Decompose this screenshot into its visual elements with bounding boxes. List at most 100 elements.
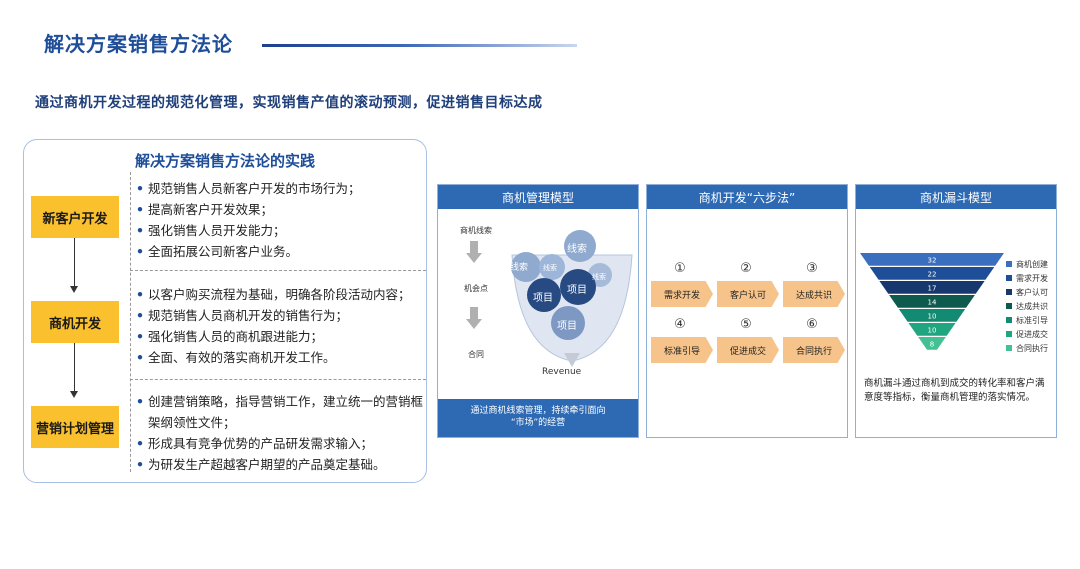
funnel-layer <box>918 337 946 350</box>
bullet-item: 全面、有效的落实商机开发工作。 <box>136 347 426 368</box>
funnel-layer-value: 10 <box>928 327 937 335</box>
legend-swatch <box>1006 261 1012 267</box>
title-underline <box>262 44 577 47</box>
funnel-legend-item: 客户认可 <box>1006 285 1048 299</box>
funnel-layer-value: 17 <box>928 285 937 293</box>
revenue-label: Revenue <box>542 367 582 377</box>
funnel-layer-value: 10 <box>928 313 937 321</box>
legend-swatch <box>1006 289 1012 295</box>
model-label-opportunity: 机会点 <box>464 284 488 293</box>
funnel-legend-item: 商机创建 <box>1006 257 1048 271</box>
step-consensus: 达成共识 <box>783 281 845 307</box>
stage-opportunity: 商机开发 <box>31 301 119 343</box>
model-footer-line: 通过商机线索管理，持续牵引面向 <box>470 406 606 416</box>
legend-swatch <box>1006 317 1012 323</box>
step-number: ② <box>740 261 752 276</box>
legend-swatch <box>1006 331 1012 337</box>
legend-label: 标准引导 <box>1016 315 1048 325</box>
model-label-leads: 商机线索 <box>460 226 492 235</box>
arrow-down-icon <box>466 307 482 329</box>
step-number: ⑤ <box>740 317 752 332</box>
funnel-legend-item: 需求开发 <box>1006 271 1048 285</box>
step-customer-recognition: 客户认可 <box>717 281 779 307</box>
step-number: ① <box>674 261 686 276</box>
funnel-layer <box>879 281 985 294</box>
bullet-item: 为研发生产超越客户期望的产品奠定基础。 <box>136 454 426 475</box>
panel-six-steps: 商机开发“六步法” ① ② ③ 需求开发 客户认可 达成共识 ④ ⑤ ⑥ 标准引… <box>646 184 848 438</box>
model-footer: 通过商机线索管理，持续牵引面向 “市场”的经营 <box>438 399 638 437</box>
bubble-label: 项目 <box>557 321 577 332</box>
bullet-item: 规范销售人员商机开发的销售行为； <box>136 305 426 326</box>
page-title: 解决方案销售方法论 <box>44 32 233 56</box>
bullet-item: 规范销售人员新客户开发的市场行为； <box>136 178 426 199</box>
funnel-chart: 32 22 17 14 10 10 8 <box>860 253 1004 350</box>
flow-arrow-line <box>74 238 75 288</box>
bullet-item: 强化销售人员的商机跟进能力； <box>136 326 426 347</box>
bubble-label: 线索 <box>510 263 529 273</box>
legend-label: 商机创建 <box>1016 259 1048 269</box>
legend-label: 需求开发 <box>1016 273 1048 283</box>
opportunity-funnel-graphic <box>511 230 633 367</box>
bubble-label: 线索 <box>567 244 587 255</box>
panel-header: 商机管理模型 <box>438 185 638 209</box>
funnel-legend-item: 促进成交 <box>1006 327 1048 341</box>
bullets-marketing-plan: 创建营销策略，指导营销工作，建立统一的营销框架纲领性文件； 形成具有竞争优势的产… <box>136 391 426 475</box>
bullets-opportunity: 以客户购买流程为基础，明确各阶段活动内容； 规范销售人员商机开发的销售行为； 强… <box>136 284 426 368</box>
step-close-deal: 促进成交 <box>717 337 779 363</box>
funnel-layer <box>889 295 975 308</box>
stage-new-customer: 新客户开发 <box>31 196 119 238</box>
stage-marketing-plan: 营销计划管理 <box>31 406 119 448</box>
flow-arrow-line <box>74 343 75 393</box>
legend-label: 客户认可 <box>1016 287 1048 297</box>
model-footer-line: “市场”的经营 <box>510 418 566 428</box>
funnel-layer-value: 22 <box>928 271 937 279</box>
page-subtitle: 通过商机开发过程的规范化管理，实现销售产值的滚动预测，促进销售目标达成 <box>35 95 543 111</box>
step-number: ⑥ <box>806 317 818 332</box>
bullet-item: 全面拓展公司新客户业务。 <box>136 241 426 262</box>
bubble-label: 项目 <box>567 285 587 296</box>
legend-label: 促进成交 <box>1016 329 1048 339</box>
panel-header: 商机漏斗模型 <box>856 185 1056 209</box>
bullet-item: 形成具有竞争优势的产品研发需求输入； <box>136 433 426 454</box>
panel-opportunity-model: 商机管理模型 商机线索 机会点 合同 线索 线索 线索 线索 项目 项目 项目 … <box>437 184 639 438</box>
funnel-legend-item: 合同执行 <box>1006 341 1048 355</box>
funnel-layer <box>908 323 956 336</box>
funnel-legend-item: 达成共识 <box>1006 299 1048 313</box>
funnel-legend: 商机创建需求开发客户认可达成共识标准引导促进成交合同执行 <box>1006 257 1048 355</box>
divider-horizontal <box>130 379 426 380</box>
arrow-down-icon <box>70 391 78 398</box>
bullet-item: 创建营销策略，指导营销工作，建立统一的营销框架纲领性文件； <box>136 391 426 433</box>
divider-horizontal <box>130 270 426 271</box>
legend-label: 达成共识 <box>1016 301 1048 311</box>
step-number: ④ <box>674 317 686 332</box>
practice-title: 解决方案销售方法论的实践 <box>134 152 315 170</box>
bubble-label: 线索 <box>592 273 606 281</box>
step-demand-development: 需求开发 <box>651 281 713 307</box>
bullet-item: 以客户购买流程为基础，明确各阶段活动内容； <box>136 284 426 305</box>
legend-swatch <box>1006 345 1012 351</box>
arrow-down-icon <box>466 241 482 263</box>
step-contract-execution: 合同执行 <box>783 337 845 363</box>
panel-header: 商机开发“六步法” <box>647 185 847 209</box>
model-label-contract: 合同 <box>468 350 484 359</box>
legend-label: 合同执行 <box>1016 343 1048 353</box>
practice-card: 解决方案销售方法论的实践 新客户开发 商机开发 营销计划管理 规范销售人员新客户… <box>23 139 427 483</box>
funnel-layer-value: 8 <box>930 341 934 349</box>
divider-vertical <box>130 172 131 472</box>
funnel-layer-value: 14 <box>928 299 937 307</box>
panel-funnel-model: 商机漏斗模型 32 22 17 14 10 10 8 商机创建需求开发客户认可达成共识标准引… <box>855 184 1057 438</box>
bullets-new-customer: 规范销售人员新客户开发的市场行为； 提高新客户开发效果； 强化销售人员开发能力；… <box>136 178 426 262</box>
funnel-layer <box>860 253 1004 266</box>
bubble-label: 项目 <box>533 293 553 304</box>
step-standard-guidance: 标准引导 <box>651 337 713 363</box>
bullet-item: 强化销售人员开发能力； <box>136 220 426 241</box>
bubble-label: 线索 <box>543 264 557 272</box>
funnel-layer <box>898 309 966 322</box>
funnel-layer <box>869 267 995 280</box>
funnel-layer-value: 32 <box>928 257 937 265</box>
arrow-down-icon <box>70 286 78 293</box>
funnel-description: 商机漏斗通过商机到成交的转化率和客户满意度等指标，衡量商机管理的落实情况。 <box>864 378 1045 403</box>
legend-swatch <box>1006 303 1012 309</box>
legend-swatch <box>1006 275 1012 281</box>
funnel-legend-item: 标准引导 <box>1006 313 1048 327</box>
